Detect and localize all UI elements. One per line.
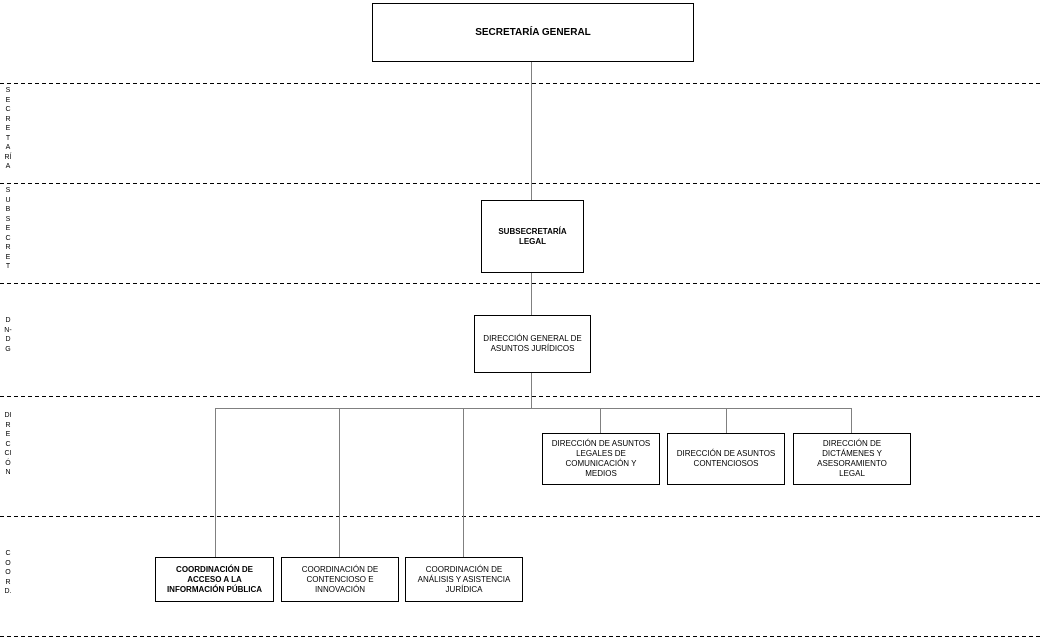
node-secretaria-general: SECRETARÍA GENERAL [372,3,694,62]
node-dir-asuntos-legales-comunicacion: DIRECCIÓN DE ASUNTOS LEGALES DE COMUNICA… [542,433,660,485]
node-dir-asuntos-contenciosos: DIRECCIÓN DE ASUNTOS CONTENCIOSOS [667,433,785,485]
node-coord-analisis-asistencia: COORDINACIÓN DE ANÁLISIS Y ASISTENCIA JU… [405,557,523,602]
band-label-subsecretaria: SUBSECRET [5,187,11,270]
band-label-dn-dg: DN-DG [4,317,12,353]
node-subsecretaria-legal: SUBSECRETARÍA LEGAL [481,200,584,273]
node-coord-acceso-informacion: COORDINACIÓN DE ACCESO A LA INFORMACIÓN … [155,557,274,602]
band-label-coord: COORD. [4,550,12,595]
node-dg-asuntos-juridicos: DIRECCIÓN GENERAL DE ASUNTOS JURÍDICOS [474,315,591,373]
node-coord-contencioso-innovacion: COORDINACIÓN DE CONTENCIOSO E INNOVACIÓN [281,557,399,602]
band-label-direccion: DIRECCIÓN [4,412,12,476]
band-label-secretaria: SECRETARÍA [4,87,12,170]
node-dir-dictamenes: DIRECCIÓN DE DICTÁMENES Y ASESORAMIENTO … [793,433,911,485]
